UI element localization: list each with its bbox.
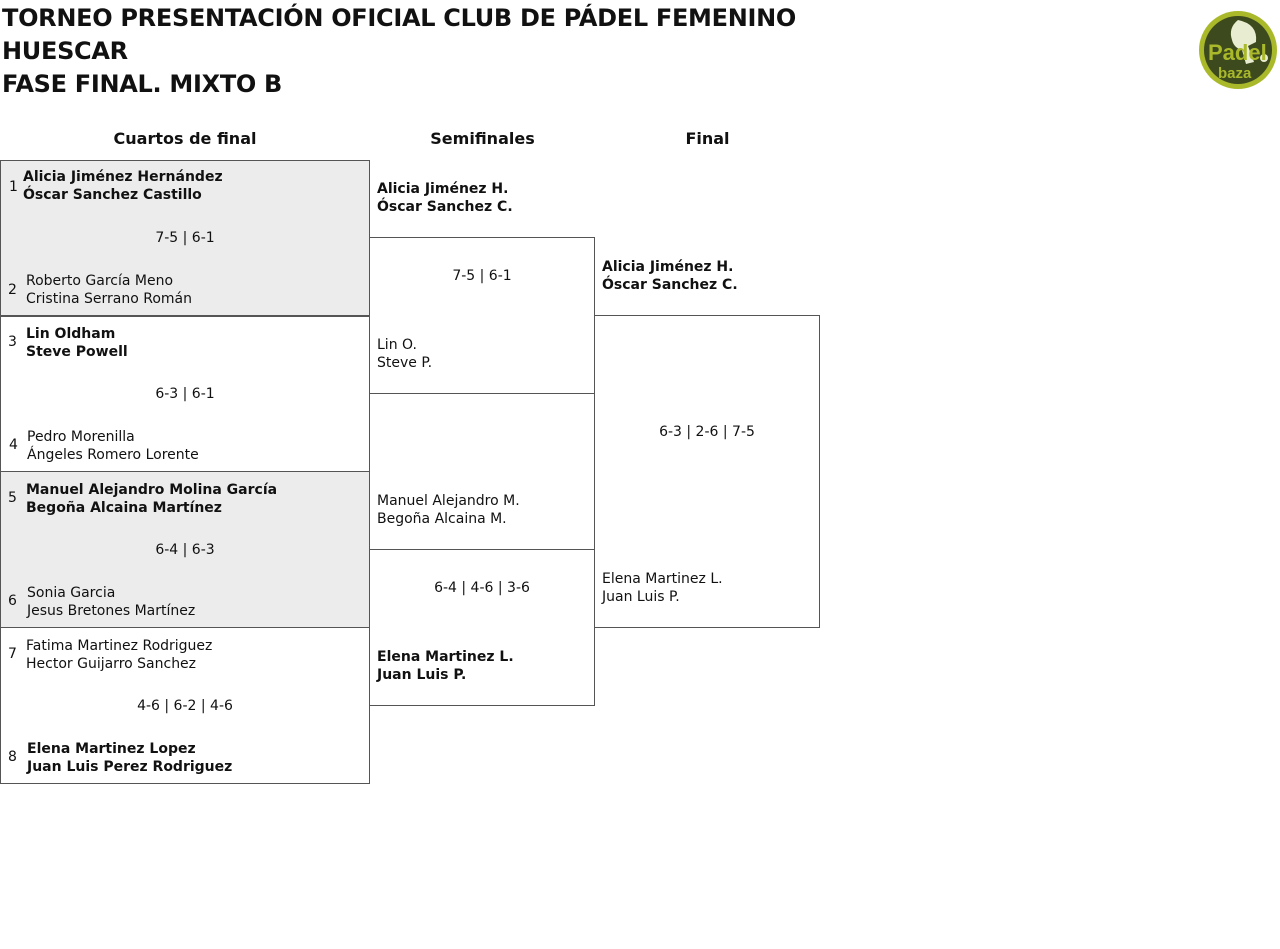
pair-bottom: Sonia Garcia Jesus Bretones Martínez	[27, 584, 195, 620]
seed-number: 1	[9, 179, 18, 195]
player-name: Juan Luis P.	[377, 667, 467, 683]
player-name: Elena Martinez L.	[602, 571, 723, 587]
final-pair-top: Alicia Jiménez H. Óscar Sanchez C.	[602, 258, 738, 294]
player-name: Roberto García Meno	[26, 273, 174, 289]
player-name: Steve Powell	[26, 344, 128, 360]
pair-top: Lin Oldham Steve Powell	[26, 325, 128, 361]
quarterfinal-match-1: 1 Alicia Jiménez Hernández Óscar Sanchez…	[0, 160, 370, 317]
player-name: Elena Martinez Lopez	[27, 741, 196, 757]
column-header-semis: Semifinales	[430, 129, 535, 148]
title-line-1: TORNEO PRESENTACIÓN OFICIAL CLUB DE PÁDE…	[2, 4, 797, 32]
column-header-quarters: Cuartos de final	[113, 129, 257, 148]
player-name: Pedro Morenilla	[27, 429, 135, 445]
quarterfinal-match-4: 7 Fatima Martinez Rodriguez Hector Guija…	[0, 627, 370, 784]
seed-number: 2	[8, 282, 17, 298]
player-name: Alicia Jiménez H.	[377, 181, 509, 197]
title-line-3: FASE FINAL. MIXTO B	[2, 70, 283, 98]
quarterfinal-match-3: 5 Manuel Alejandro Molina García Begoña …	[0, 471, 370, 628]
final-pair-bottom: Elena Martinez L. Juan Luis P.	[602, 570, 723, 606]
semifinal-1-pair-bottom: Lin O. Steve P.	[377, 336, 432, 372]
player-name: Fatima Martinez Rodriguez	[26, 638, 213, 654]
match-score: 6-4 | 6-3	[155, 542, 215, 558]
pair-bottom: Roberto García Meno Cristina Serrano Rom…	[26, 272, 192, 308]
player-name: Steve P.	[377, 355, 433, 371]
logo-text-bottom: baza	[1218, 65, 1252, 82]
seed-number: 7	[8, 646, 17, 662]
final-bracket	[594, 315, 820, 628]
title-line-2: HUESCAR	[2, 37, 128, 65]
player-name: Lin Oldham	[26, 326, 116, 342]
pair-bottom: Elena Martinez Lopez Juan Luis Perez Rod…	[27, 740, 232, 776]
player-name: Alicia Jiménez Hernández	[23, 169, 223, 185]
player-name: Cristina Serrano Román	[26, 291, 192, 307]
player-name: Hector Guijarro Sanchez	[26, 656, 197, 672]
match-score: 7-5 | 6-1	[155, 230, 215, 246]
pair-top: Manuel Alejandro Molina García Begoña Al…	[26, 481, 277, 517]
player-name: Alicia Jiménez H.	[602, 259, 734, 275]
semifinal-2-pair-top: Manuel Alejandro M. Begoña Alcaina M.	[377, 492, 520, 528]
player-name: Manuel Alejandro Molina García	[26, 482, 278, 498]
player-name: Lin O.	[377, 337, 417, 353]
player-name: Ángeles Romero Lorente	[27, 447, 199, 463]
seed-number: 8	[8, 749, 17, 765]
final-score: 6-3 | 2-6 | 7-5	[659, 424, 755, 440]
player-name: Jesus Bretones Martínez	[27, 603, 196, 619]
player-name: Óscar Sanchez C.	[377, 199, 513, 215]
match-score: 4-6 | 6-2 | 4-6	[137, 698, 233, 714]
seed-number: 4	[9, 437, 18, 453]
semifinal-2-score: 6-4 | 4-6 | 3-6	[434, 580, 530, 596]
pair-top: Alicia Jiménez Hernández Óscar Sanchez C…	[23, 168, 223, 204]
player-name: Begoña Alcaina Martínez	[26, 500, 222, 516]
player-name: Manuel Alejandro M.	[377, 493, 520, 509]
pair-top: Fatima Martinez Rodriguez Hector Guijarr…	[26, 637, 212, 673]
player-name: Juan Luis P.	[602, 589, 680, 605]
seed-number: 6	[8, 593, 17, 609]
padel-baza-logo: Padel baza	[1199, 11, 1277, 89]
semifinal-1-score: 7-5 | 6-1	[452, 268, 512, 284]
player-name: Óscar Sanchez Castillo	[23, 187, 202, 203]
player-name: Elena Martinez L.	[377, 649, 514, 665]
match-score: 6-3 | 6-1	[155, 386, 215, 402]
pair-bottom: Pedro Morenilla Ángeles Romero Lorente	[27, 428, 199, 464]
quarterfinal-match-2: 3 Lin Oldham Steve Powell 6-3 | 6-1 4 Pe…	[0, 315, 370, 472]
player-name: Sonia Garcia	[27, 585, 116, 601]
page-title: TORNEO PRESENTACIÓN OFICIAL CLUB DE PÁDE…	[2, 2, 882, 101]
player-name: Begoña Alcaina M.	[377, 511, 507, 527]
player-name: Óscar Sanchez C.	[602, 277, 738, 293]
player-name: Juan Luis Perez Rodriguez	[27, 759, 233, 775]
column-header-final: Final	[685, 129, 730, 148]
seed-number: 3	[8, 334, 17, 350]
logo-text-top: Padel	[1208, 40, 1267, 65]
semifinal-2-pair-bottom: Elena Martinez L. Juan Luis P.	[377, 648, 514, 684]
seed-number: 5	[8, 490, 17, 506]
semifinal-1-pair-top: Alicia Jiménez H. Óscar Sanchez C.	[377, 180, 513, 216]
